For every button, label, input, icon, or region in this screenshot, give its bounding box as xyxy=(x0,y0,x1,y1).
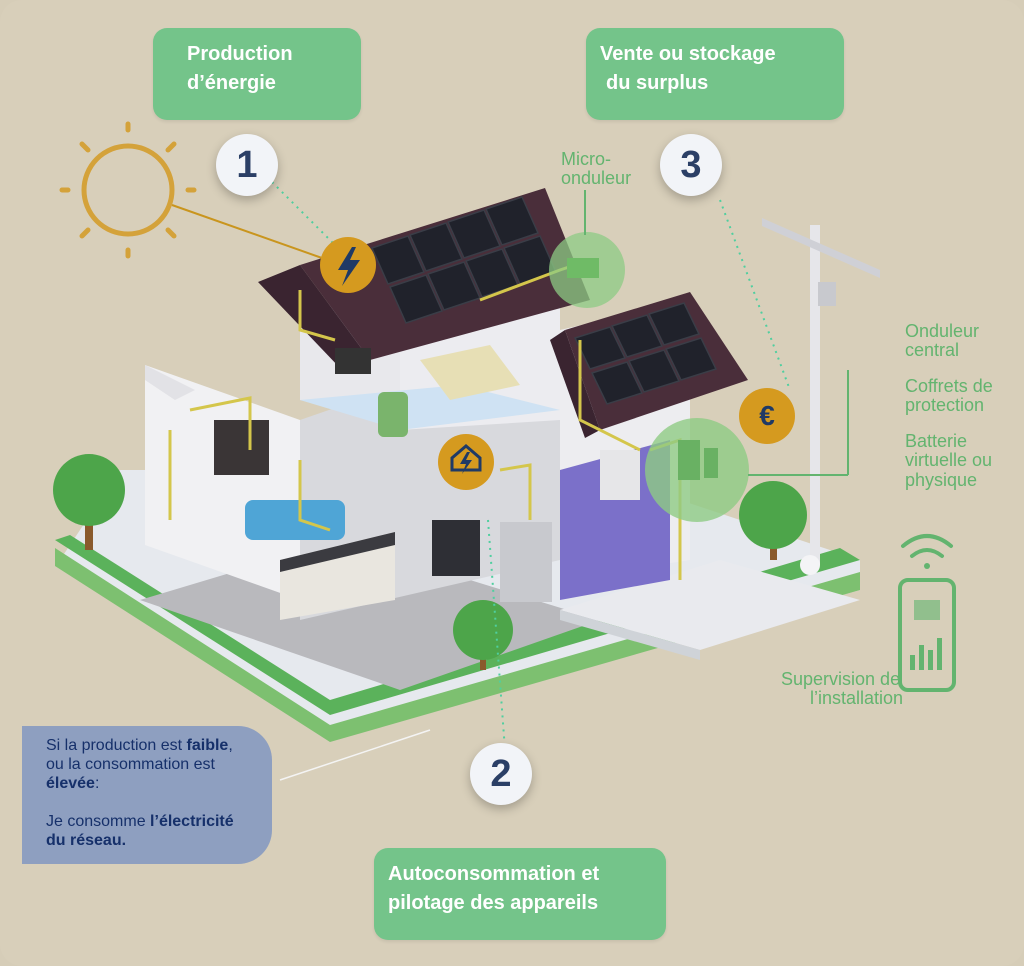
step2-number: 2 xyxy=(470,743,532,805)
step1-title-line2: d’énergie xyxy=(187,72,276,94)
step3-title-line2: du surplus xyxy=(606,72,709,94)
step3-title-line1: Vente ou stockage xyxy=(600,43,776,65)
solar-panels xyxy=(370,196,718,405)
wifi-icon xyxy=(901,534,953,569)
interior xyxy=(214,345,640,620)
coffrets-protection-label: Coffrets de protection xyxy=(905,376,993,416)
note-paragraph-2: Je consomme l’électricité du réseau. xyxy=(46,812,234,849)
trees xyxy=(53,454,807,670)
step2-box: Autoconsommation et pilotage des apparei… xyxy=(374,848,666,940)
step1-box: Production d’énergie xyxy=(153,28,361,120)
utility-pole xyxy=(762,218,880,575)
euro-symbol: € xyxy=(759,400,775,431)
step1-title-line1: Production xyxy=(187,43,293,65)
note-paragraph-1: Si la production est faible, ou la conso… xyxy=(46,737,233,793)
step2-title-line1: Autoconsommation et xyxy=(388,863,600,885)
house-energy-icon xyxy=(438,434,494,490)
lightning-bolt-icon xyxy=(320,237,376,293)
onduleur-central-label: Onduleur central xyxy=(905,321,980,361)
euro-icon xyxy=(739,388,795,444)
micro-inverter-highlight xyxy=(549,190,625,308)
dotted-leaders xyxy=(271,181,791,751)
step2-title-line2: pilotage des appareils xyxy=(388,892,599,914)
step3-box: Vente ou stockage du surplus xyxy=(586,28,844,120)
step1-number: 1 xyxy=(216,134,278,196)
grid-consumption-note: Si la production est faible, ou la conso… xyxy=(22,726,272,864)
batterie-label: Batterie virtuelle ou physique xyxy=(905,431,993,490)
protection-box-highlight xyxy=(645,370,849,522)
micro-onduleur-label: Micro- onduleur xyxy=(561,149,632,189)
step3-number: 3 xyxy=(660,134,722,196)
smartphone-icon xyxy=(898,578,956,692)
supervision-label: Supervision de l’installation xyxy=(781,669,904,709)
sun-icon xyxy=(59,121,197,259)
